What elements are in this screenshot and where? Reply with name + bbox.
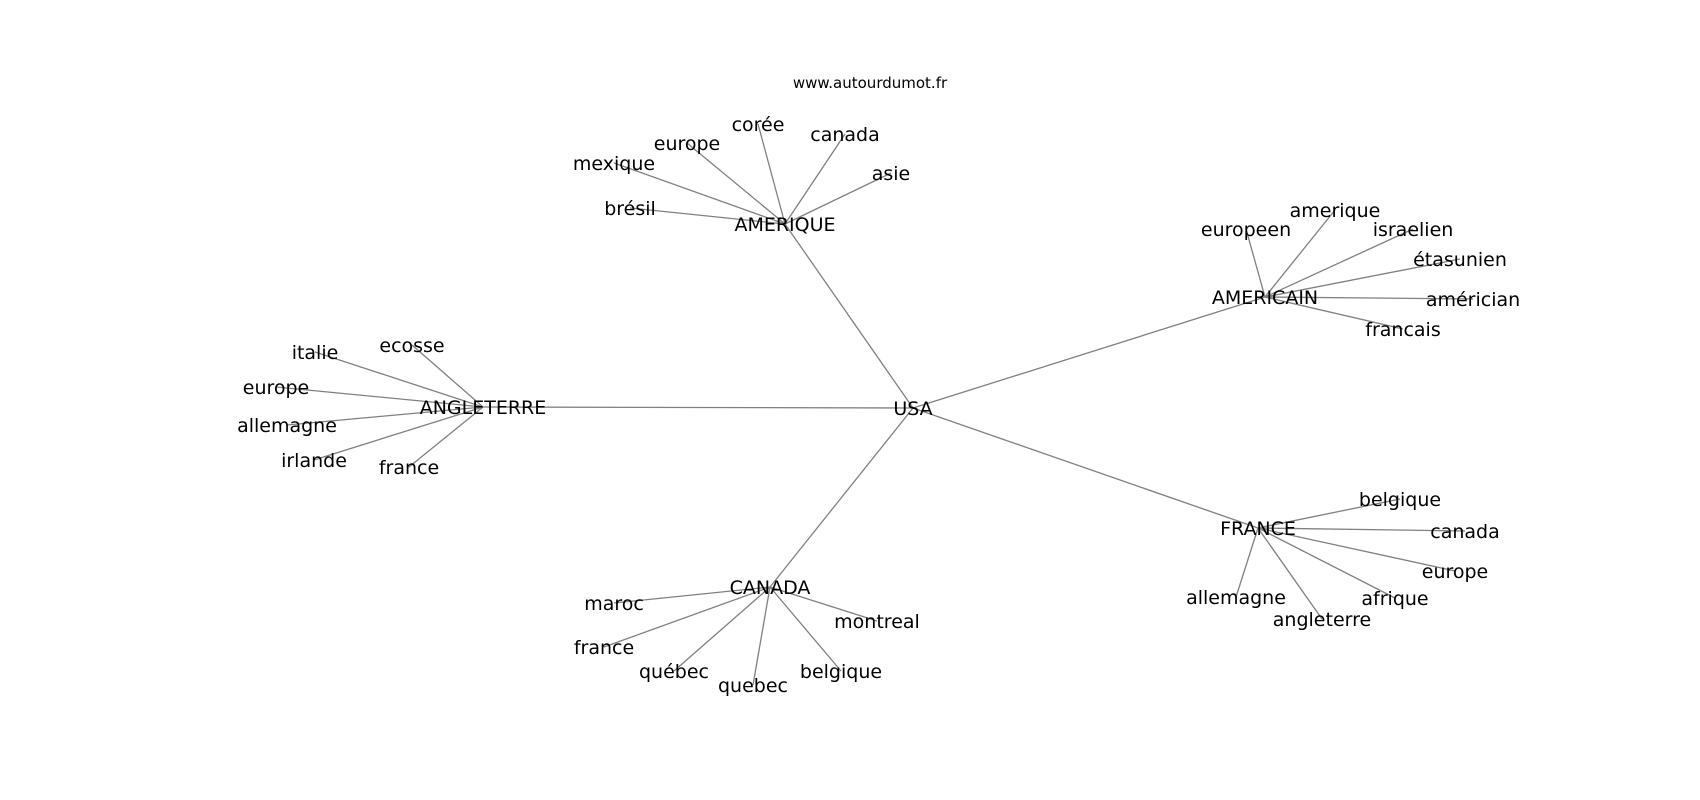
leaf-node-canada-quebec: quebec: [718, 675, 788, 697]
edge-americain-etasunien: [1264, 258, 1461, 298]
graph-edges: [275, 123, 1474, 686]
leaf-node-americain-europeen: europeen: [1201, 219, 1291, 241]
leaf-node-angleterre-allemagne: allemagne: [237, 415, 337, 437]
leaf-node-americain-francais: francais: [1365, 319, 1440, 341]
hub-node-amerique: AMERIQUE: [734, 214, 835, 236]
leaf-node-france-afrique: afrique: [1361, 588, 1428, 610]
leaf-node-france-canada: canada: [1430, 521, 1499, 543]
center-node-usa: USA: [893, 398, 932, 420]
leaf-node-angleterre-france: france: [379, 457, 439, 479]
leaf-node-canada-belgique: belgique: [800, 661, 882, 683]
edge-amerique-asie: [784, 172, 892, 225]
edge-americain-israelien: [1264, 228, 1414, 298]
graph-labels: www.autourdumot.fr USA AMERIQUE corée europ…: [237, 74, 1520, 697]
leaf-node-france-angleterre: angleterre: [1273, 609, 1371, 631]
hub-node-canada: CANADA: [730, 577, 811, 599]
edge-canada-maroc: [613, 586, 771, 604]
edge-canada-quebec: [673, 586, 771, 672]
edge-angleterre-italie: [314, 351, 484, 408]
edge-americain-americian: [1264, 296, 1474, 300]
edge-usa-angleterre: [482, 406, 914, 409]
edge-angleterre-france: [408, 406, 484, 468]
edge-angleterre-ecosse: [411, 344, 484, 408]
leaf-node-canada-france: france: [574, 637, 634, 659]
edge-angleterre-irlande: [313, 406, 484, 461]
edge-amerique-canada: [784, 133, 846, 225]
edge-france-canada: [1257, 527, 1466, 532]
edge-americain-europeen: [1245, 228, 1266, 298]
leaf-node-amerique-asie: asie: [872, 163, 911, 185]
edge-amerique-bresil: [629, 207, 786, 225]
leaf-node-angleterre-italie: italie: [292, 342, 339, 364]
edge-usa-amerique: [784, 223, 914, 409]
leaf-node-france-belgique: belgique: [1359, 489, 1441, 511]
leaf-node-angleterre-irlande: irlande: [281, 450, 347, 472]
edge-usa-france: [912, 407, 1259, 529]
watermark-text: www.autourdumot.fr: [793, 74, 948, 92]
leaf-node-angleterre-ecosse: ecosse: [379, 335, 444, 357]
leaf-node-france-europe: europe: [1422, 561, 1489, 583]
leaf-node-amerique-mexique: mexique: [573, 153, 655, 175]
leaf-node-canada-quebec: québec: [639, 661, 709, 683]
leaf-node-canada-maroc: maroc: [584, 593, 644, 615]
leaf-node-amerique-bresil: brésil: [604, 198, 656, 220]
edge-france-belgique: [1257, 498, 1401, 529]
edge-angleterre-allemagne: [286, 406, 484, 426]
edge-usa-canada: [769, 407, 914, 588]
edge-usa-americain: [912, 296, 1266, 409]
edge-angleterre-europe: [275, 386, 484, 408]
edge-france-angleterre: [1257, 527, 1323, 620]
leaf-node-france-allemagne: allemagne: [1186, 587, 1286, 609]
edge-france-allemagne: [1235, 527, 1259, 598]
leaf-node-americain-amerique: amerique: [1290, 200, 1381, 222]
edge-amerique-europe: [686, 142, 786, 225]
edge-france-europe: [1257, 527, 1456, 572]
leaf-node-americain-americian: américian: [1426, 289, 1520, 311]
edge-amerique-coree: [757, 123, 786, 225]
hub-node-france: FRANCE: [1220, 518, 1296, 540]
leaf-node-americain-etasunien: étasunien: [1413, 249, 1507, 271]
edge-canada-montreal: [769, 586, 878, 622]
leaf-node-angleterre-europe: europe: [243, 377, 310, 399]
hub-node-americain: AMERICAIN: [1212, 287, 1318, 309]
leaf-node-amerique-europe: europe: [654, 133, 721, 155]
edge-canada-france: [603, 586, 771, 648]
edge-amerique-mexique: [613, 162, 786, 225]
leaf-node-amerique-canada: canada: [810, 124, 879, 146]
edge-canada-quebec: [752, 586, 771, 686]
edge-americain-amerique: [1264, 209, 1336, 298]
edge-france-afrique: [1257, 527, 1396, 599]
edge-americain-francais: [1264, 296, 1404, 330]
leaf-node-canada-montreal: montreal: [834, 611, 920, 633]
hub-node-angleterre: ANGLETERRE: [420, 397, 547, 419]
leaf-node-amerique-coree: corée: [732, 114, 785, 136]
edge-canada-belgique: [769, 586, 842, 672]
leaf-node-americain-israelien: israelien: [1373, 219, 1454, 241]
